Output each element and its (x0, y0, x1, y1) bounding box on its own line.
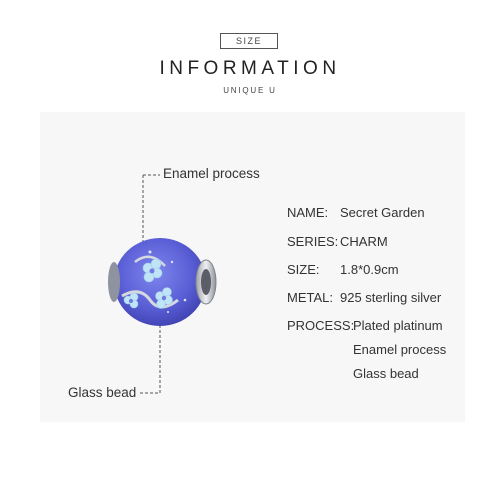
callout-leader-top (142, 174, 160, 305)
spec-label: SIZE: (287, 262, 320, 277)
enamel-flowers (123, 258, 173, 309)
glass-bead (108, 238, 217, 326)
spec-label: METAL: (287, 290, 333, 305)
spec-row-series: SERIES: CHARM (287, 234, 388, 249)
spec-row-process: PROCESS: Plated platinum (287, 318, 443, 333)
spec-value: 925 sterling silver (340, 290, 442, 305)
size-tag: SIZE (220, 33, 278, 49)
callout-glass-bead: Glass bead (68, 385, 137, 400)
callout-leader-bottom (140, 310, 161, 394)
spec-row-metal: METAL: 925 sterling silver (287, 290, 441, 305)
spec-label: PROCESS: (287, 318, 355, 333)
spec-process-extra: Glass bead (353, 366, 419, 381)
callout-enamel-process: Enamel process (163, 166, 260, 181)
spec-value: CHARM (340, 234, 388, 249)
brand-subtitle: UNIQUE U (223, 86, 277, 95)
spec-process-extra: Enamel process (353, 342, 447, 357)
page-title: INFORMATION (159, 58, 341, 79)
spec-value: Secret Garden (340, 205, 425, 220)
spec-value: 1.8*0.9cm (340, 262, 399, 277)
spec-row-size: SIZE: 1.8*0.9cm (287, 262, 399, 277)
spec-label: NAME: (287, 205, 329, 220)
spec-label: SERIES: (287, 234, 339, 249)
spec-value: Plated platinum (353, 318, 443, 333)
spec-row-name: NAME: Secret Garden (287, 205, 425, 220)
